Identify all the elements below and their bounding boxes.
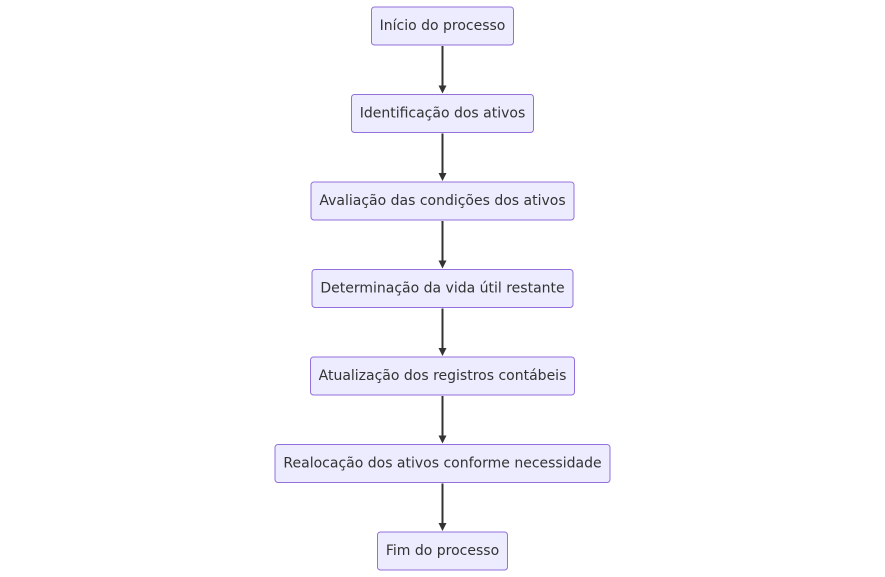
node-box <box>274 444 611 483</box>
node-box <box>371 6 514 46</box>
flow-node-identificacao: Identificação dos ativos <box>351 94 534 133</box>
node-label: Fim do processo <box>386 543 499 559</box>
edges-layer <box>438 46 447 531</box>
arrowhead-icon <box>438 260 447 269</box>
flow-edge-vida_util-to-registros <box>438 308 447 356</box>
flow-node-inicio: Início do processo <box>371 6 514 46</box>
flow-edge-registros-to-realocacao <box>438 396 447 444</box>
node-label: Atualização dos registros contábeis <box>319 368 567 384</box>
flow-node-realocacao: Realocação dos ativos conforme necessida… <box>274 444 611 483</box>
flow-edge-realocacao-to-fim <box>438 483 447 531</box>
node-box <box>351 94 534 133</box>
node-box <box>377 531 508 571</box>
flow-edge-avaliacao-to-vida_util <box>438 221 447 269</box>
arrowhead-icon <box>438 523 447 531</box>
node-box <box>311 269 574 308</box>
node-label: Avaliação das condições dos ativos <box>319 193 565 209</box>
arrowhead-icon <box>438 173 447 181</box>
node-box <box>310 181 575 221</box>
node-label: Determinação da vida útil restante <box>320 281 564 297</box>
arrowhead-icon <box>438 435 447 444</box>
arrowhead-icon <box>438 348 447 356</box>
flow-node-avaliacao: Avaliação das condições dos ativos <box>310 181 575 221</box>
node-label: Identificação dos ativos <box>360 106 526 122</box>
flow-node-vida_util: Determinação da vida útil restante <box>311 269 574 308</box>
arrowhead-icon <box>438 85 447 94</box>
flow-node-registros: Atualização dos registros contábeis <box>310 356 575 396</box>
node-label: Realocação dos ativos conforme necessida… <box>283 456 601 472</box>
flow-edge-inicio-to-identificacao <box>438 46 447 94</box>
flow-edge-identificacao-to-avaliacao <box>438 133 447 181</box>
node-label: Início do processo <box>380 18 506 34</box>
node-box <box>310 356 575 396</box>
flow-node-fim: Fim do processo <box>377 531 508 571</box>
